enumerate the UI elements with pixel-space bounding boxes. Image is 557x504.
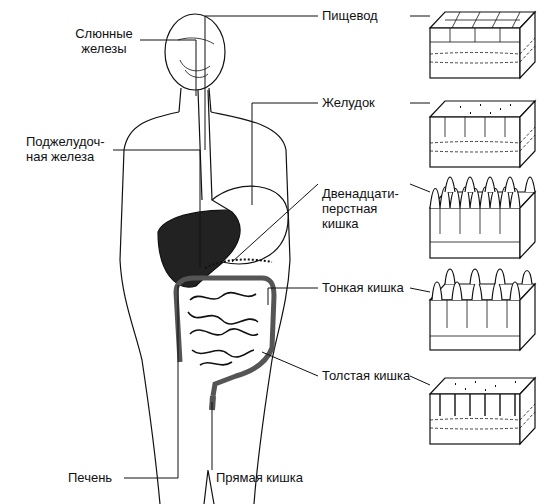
- organ-label: Желудок: [322, 95, 412, 110]
- small-intestine: [188, 293, 258, 365]
- organ-label: Поджелудоч- ная железа: [26, 134, 112, 164]
- esophagus-tissue: [430, 12, 535, 78]
- organ-label: Прямая кишка: [216, 470, 326, 485]
- organ-label: Пищевод: [322, 8, 412, 23]
- duodenum-tissue: [430, 177, 535, 258]
- organ-label: Тонкая кишка: [322, 280, 432, 295]
- large-intestine-tissue: [430, 378, 535, 444]
- large-intestine: [176, 278, 274, 396]
- small-intestine-tissue: [430, 269, 535, 350]
- pancreas: [205, 260, 272, 268]
- organ-label: Печень: [68, 470, 128, 485]
- leader-lines: [113, 16, 430, 478]
- organ-label: Слюнные железы: [68, 26, 140, 56]
- organ-label: Двенадцати- перстная кишка: [322, 186, 410, 231]
- stomach-tissue: [430, 101, 535, 167]
- organ-label: Толстая кишка: [322, 368, 432, 383]
- stomach: [212, 186, 288, 264]
